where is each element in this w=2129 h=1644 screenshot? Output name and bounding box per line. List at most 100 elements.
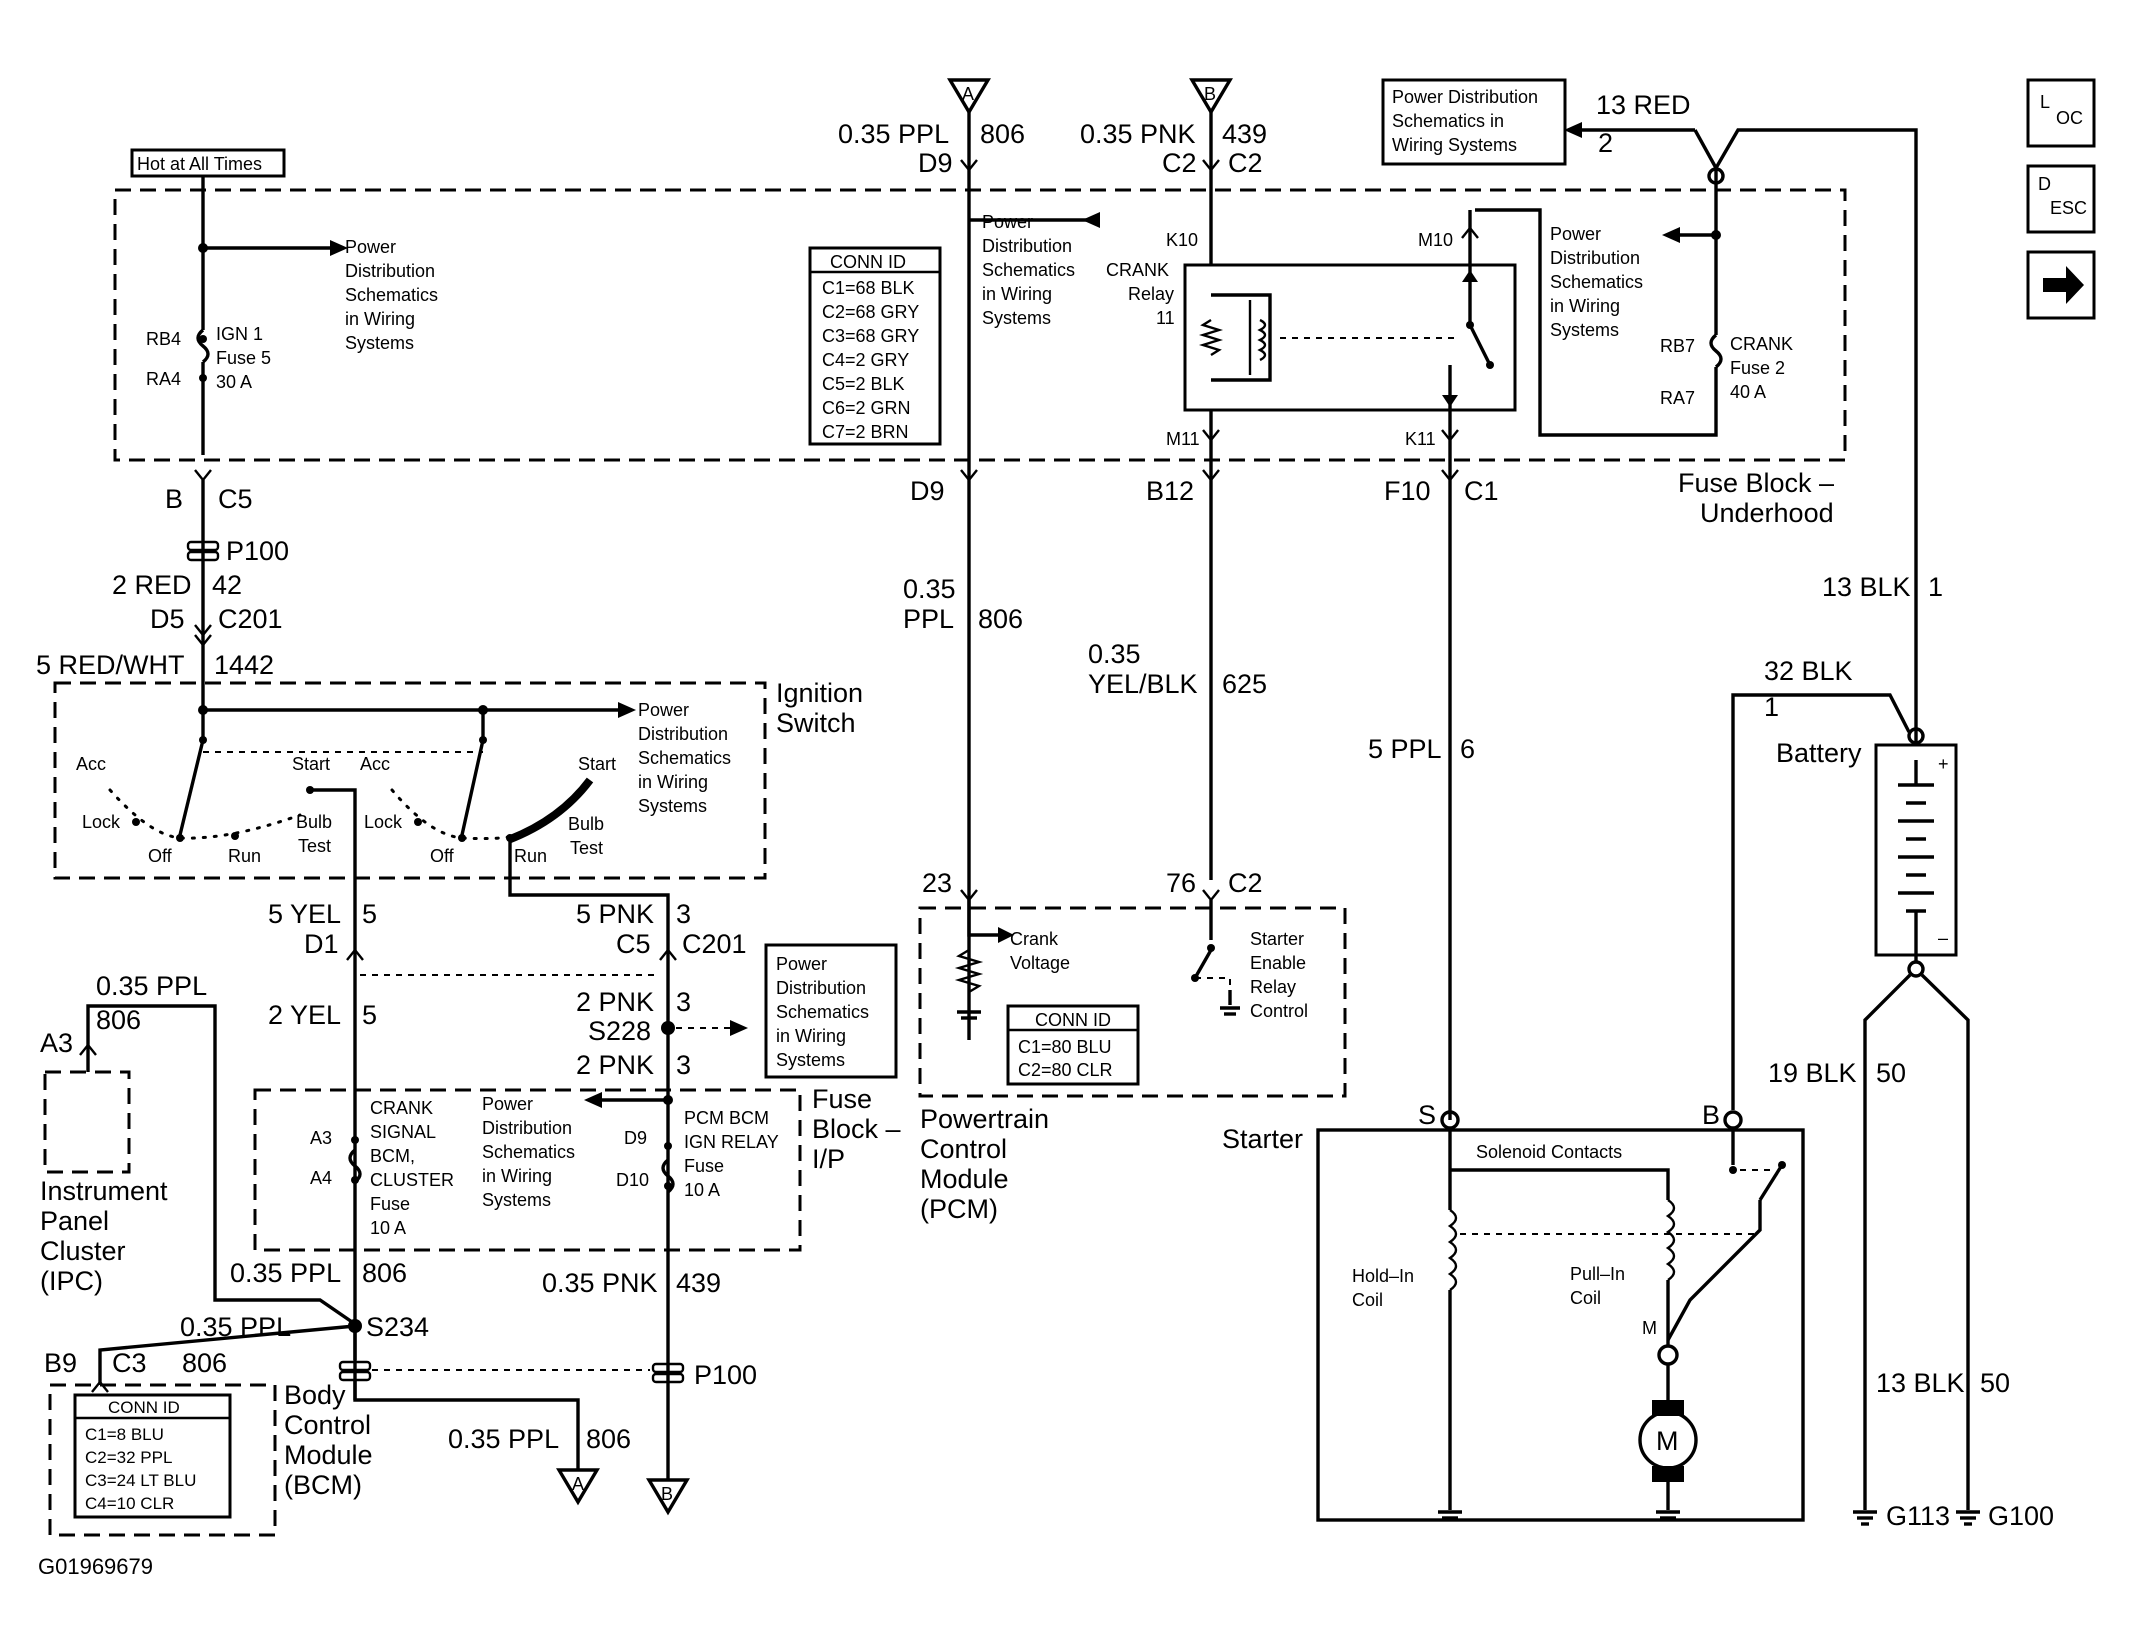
- svg-text:Distribution: Distribution: [776, 978, 866, 998]
- wire-label-2pnk-b: 2 PNK: [576, 1050, 654, 1080]
- ignition-switch-label-2: Switch: [776, 708, 856, 738]
- wire-label-50-upper: 50: [1876, 1058, 1906, 1088]
- fuse-block-ip-label: Fuse: [812, 1084, 872, 1114]
- svg-text:Control: Control: [1250, 1001, 1308, 1021]
- pin-c5-mid: C5: [616, 929, 651, 959]
- connector-c201-top: C201: [218, 604, 283, 634]
- connector-c3: C3: [112, 1348, 147, 1378]
- svg-text:in Wiring: in Wiring: [482, 1166, 552, 1186]
- fuse2-label: Fuse 2: [1730, 358, 1785, 378]
- wire-label-625: 625: [1222, 669, 1267, 699]
- svg-text:Schematics: Schematics: [1550, 272, 1643, 292]
- svg-text:A: A: [962, 84, 974, 104]
- svg-text:Voltage: Voltage: [1010, 953, 1070, 973]
- wire-label-2yel: 2 YEL: [268, 1000, 341, 1030]
- svg-text:Relay: Relay: [1250, 977, 1296, 997]
- pcm-connector-c2: C2: [1228, 868, 1263, 898]
- figure-id: G01969679: [38, 1554, 153, 1579]
- wire-label-035pnk-lower: 0.35 PNK: [542, 1268, 658, 1298]
- pull-in-coil-label: Pull–In: [1570, 1264, 1625, 1284]
- svg-text:C3=24 LT BLU: C3=24 LT BLU: [85, 1471, 196, 1490]
- fuse-block-underhood-box: [113, 188, 1847, 462]
- nav-desc-d: D: [2038, 174, 2051, 194]
- svg-text:in Wiring: in Wiring: [1550, 296, 1620, 316]
- ipc-label: Instrument: [40, 1176, 168, 1206]
- crank-relay-label: CRANK: [1106, 260, 1169, 280]
- svg-text:C1=80 BLU: C1=80 BLU: [1018, 1037, 1112, 1057]
- svg-text:CONN ID: CONN ID: [830, 252, 906, 272]
- svg-text:C2=68 GRY: C2=68 GRY: [822, 302, 919, 322]
- ign1-label: IGN 1: [216, 324, 263, 344]
- svg-text:Cluster: Cluster: [40, 1236, 126, 1266]
- wire-label-6: 6: [1460, 734, 1475, 764]
- wire-label-035-806: 0.35: [903, 574, 956, 604]
- ign-pos-test-1: Test: [298, 836, 331, 856]
- svg-text:SIGNAL: SIGNAL: [370, 1122, 436, 1142]
- wire-label-5pnk: 5 PNK: [576, 899, 654, 929]
- svg-text:in Wiring: in Wiring: [345, 309, 415, 329]
- right-arrow-icon: [2043, 266, 2084, 304]
- ign-pos-run-1: Run: [228, 846, 261, 866]
- next-page-button[interactable]: [2026, 250, 2096, 320]
- svg-text:C1=68 BLK: C1=68 BLK: [822, 278, 915, 298]
- p100-label-bottom: P100: [694, 1360, 757, 1390]
- ground-g113: G113: [1853, 1500, 1950, 1531]
- wire-label-806-mid: 806: [978, 604, 1023, 634]
- svg-text:(IPC): (IPC): [40, 1266, 103, 1296]
- svg-text:in Wiring: in Wiring: [982, 284, 1052, 304]
- wire-label-32blk: 32 BLK: [1764, 656, 1853, 686]
- top-connector-arrow-a: [947, 78, 991, 116]
- crank-relay-number: 11: [1156, 308, 1175, 328]
- wire-label-439-top: 439: [1222, 119, 1267, 149]
- top-connector-arrow-b: [1189, 78, 1233, 116]
- nav-desc-esc: ESC: [2050, 198, 2087, 218]
- svg-text:C1=8 BLU: C1=8 BLU: [85, 1425, 164, 1444]
- svg-text:Panel: Panel: [40, 1206, 109, 1236]
- pcm-bcm-fuse-label: PCM BCM: [684, 1108, 769, 1128]
- ign-pos-start-1: Start: [292, 754, 330, 774]
- pin-b9: B9: [44, 1348, 77, 1378]
- svg-text:Power: Power: [776, 954, 827, 974]
- svg-text:Distribution: Distribution: [1550, 248, 1640, 268]
- svg-text:Module: Module: [284, 1440, 373, 1470]
- svg-text:C4=2 GRY: C4=2 GRY: [822, 350, 909, 370]
- connector-c201-mid: C201: [682, 929, 747, 959]
- svg-text:Distribution: Distribution: [638, 724, 728, 744]
- pcm-box: [918, 906, 1347, 1098]
- svg-text:Systems: Systems: [776, 1050, 845, 1070]
- wire-label-1-battery: 1: [1764, 692, 1779, 722]
- wire-label-035-625: 0.35: [1088, 639, 1141, 669]
- power-distribution-ref-5: Power Distribution Schematics in Wiring …: [482, 1094, 575, 1210]
- pcm-conn-id-table: CONN ID C1=80 BLU C2=80 CLR: [1006, 1004, 1140, 1086]
- ignition-switch-label: Ignition: [776, 678, 863, 708]
- pin-f10: F10: [1384, 476, 1431, 506]
- location-view-button[interactable]: L OC: [2026, 78, 2096, 148]
- power-distribution-box-ip: Power Distribution Schematics in Wiring …: [764, 943, 898, 1079]
- power-distribution-ref-1: Power Distribution Schematics in Wiring …: [345, 237, 438, 353]
- bottom-connector-arrow-a: [556, 1468, 600, 1506]
- starter-terminal-b: B: [1702, 1100, 1720, 1130]
- description-view-button[interactable]: D ESC: [2026, 164, 2096, 234]
- svg-text:C7=2 BRN: C7=2 BRN: [822, 422, 909, 442]
- crank-voltage-label: Crank: [1010, 929, 1059, 949]
- svg-text:B: B: [661, 1484, 673, 1504]
- pin-c1: C1: [1464, 476, 1499, 506]
- wire-label-806-bottom: 806: [586, 1424, 631, 1454]
- wire-label-13blk-bottom: 13 BLK: [1876, 1368, 1965, 1398]
- pcm-pin-23: 23: [922, 868, 952, 898]
- ign-pos-bulb-1: Bulb: [296, 812, 332, 832]
- bottom-connector-arrow-b: [646, 1478, 690, 1516]
- fuse-block-ip-box: [253, 1088, 802, 1252]
- rb4-label: RB4: [146, 329, 181, 349]
- fuse5-rating: 30 A: [216, 372, 252, 392]
- wire-label-13red: 13 RED: [1596, 90, 1691, 120]
- p100-label-top: P100: [226, 536, 289, 566]
- svg-text:Coil: Coil: [1352, 1290, 1383, 1310]
- splice-s228-label: S228: [588, 1016, 651, 1046]
- wire-label-5-2yel: 5: [362, 1000, 377, 1030]
- svg-text:Control: Control: [920, 1134, 1007, 1164]
- wire-label-ppl-806: PPL: [903, 604, 954, 634]
- pin-k11: K11: [1405, 429, 1436, 449]
- ra7-label: RA7: [1660, 388, 1695, 408]
